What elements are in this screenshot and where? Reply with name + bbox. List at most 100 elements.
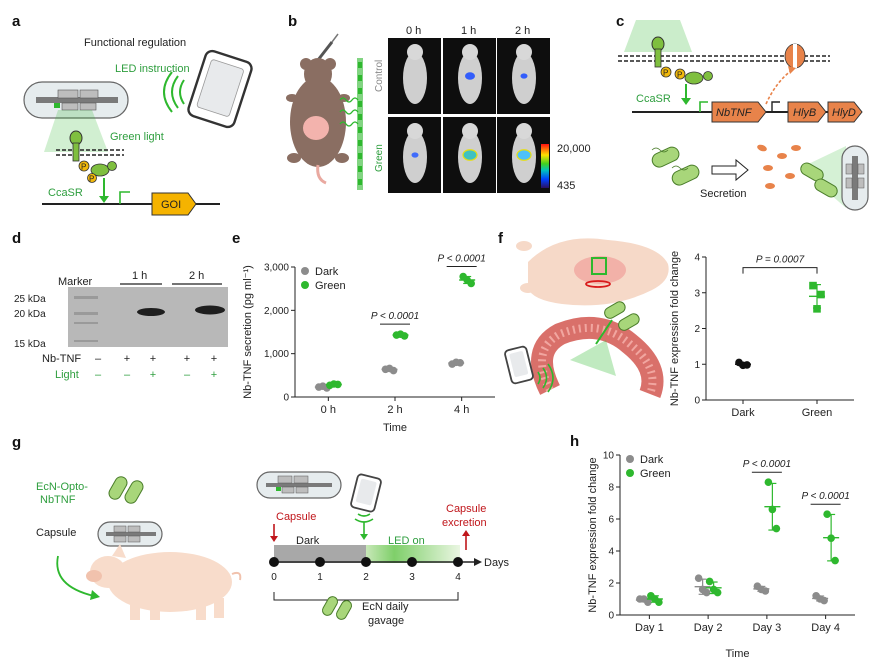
y-tick-label: 3: [694, 288, 700, 299]
intestine-illustration: [531, 317, 664, 398]
led-period-bar: [366, 545, 460, 563]
gavage-label-1: EcN daily: [362, 601, 409, 613]
data-point: [330, 380, 338, 388]
y-tick-label: 4: [694, 253, 700, 264]
mouse-head: [516, 44, 532, 60]
lane-conditions: –++++––+–+: [95, 353, 217, 381]
legend-label: Green: [315, 280, 346, 292]
data-point: [809, 281, 817, 290]
capsule-icon: [23, 81, 129, 119]
data-point: [827, 534, 835, 542]
data-point: [831, 556, 839, 565]
data-point: [817, 290, 825, 299]
lane-label-2h: 2 h: [189, 270, 204, 282]
export-arrow: [765, 69, 793, 105]
panel-a-title: Functional regulation: [84, 37, 186, 49]
marker-lane: [74, 296, 98, 342]
secretion-label: Secretion: [700, 188, 746, 200]
green-light-label: Green light: [110, 131, 164, 143]
y-tick-label: 6: [608, 515, 614, 526]
capsule-in-arrowhead: [270, 536, 278, 542]
ccasr-receptor-icon-c: P P: [651, 36, 713, 85]
light-condition: +: [150, 369, 156, 381]
activation-arrowhead-c: [681, 98, 691, 105]
phospho-label-2: P: [89, 175, 94, 184]
capsule-icon-c: [841, 145, 869, 211]
timeline-day-marker: [361, 557, 371, 567]
legend-marker: [301, 281, 309, 289]
y-tick-label: 1,000: [264, 349, 289, 360]
row-label-green: Green: [374, 144, 385, 172]
mouse-silhouette: [403, 52, 427, 104]
light-condition: +: [211, 369, 217, 381]
time-label-1h: 1 h: [461, 25, 476, 37]
significance-label: P < 0.0001: [371, 311, 419, 322]
timeline-day-label: 3: [409, 572, 415, 583]
color-scale-max: 20,000: [557, 143, 591, 155]
timeline-day-label: 4: [455, 572, 461, 583]
panel-d: d Marker 1 h 2 h 25 kDa 20 kDa 15 kDa Nb…: [12, 230, 228, 381]
dark-period-bar: [274, 545, 366, 563]
legend-marker: [626, 455, 634, 463]
imaging-grid: [388, 38, 550, 193]
ccasr-label: CcaSR: [48, 187, 83, 199]
light-condition: –: [184, 369, 191, 381]
panel-a-label: a: [12, 13, 21, 30]
light-condition: –: [124, 369, 131, 381]
data-point: [452, 358, 460, 367]
wireless-signal-icon-f: [537, 363, 554, 393]
x-tick-label: 2 h: [387, 404, 402, 416]
significance-bracket: [742, 267, 818, 274]
excretion-label-2: excretion: [442, 517, 487, 529]
panel-d-label: d: [12, 230, 21, 247]
kda-15: 15 kDa: [14, 339, 46, 350]
timeline-day-marker: [407, 557, 417, 567]
mouse-illustration: [286, 58, 350, 185]
strain-label-1: EcN-Opto-: [36, 481, 88, 493]
data-point: [764, 478, 773, 487]
bacteria-icons-c2: [800, 162, 838, 198]
led-strip: [339, 58, 363, 190]
data-point: [640, 595, 648, 603]
timeline-day-label: 1: [317, 572, 323, 583]
x-tick-label: Day 3: [753, 622, 782, 634]
phospho-label-c: P: [663, 69, 668, 78]
y-tick-label: 0: [283, 393, 289, 404]
mouse-head: [407, 44, 423, 60]
dark-label: Dark: [296, 535, 320, 547]
capsule-label-g: Capsule: [36, 527, 76, 539]
panel-b-label: b: [288, 13, 297, 30]
nbtnf-row-label: Nb-TNF: [42, 353, 81, 365]
y-axis-label: Nb-TNF secretion (pg ml⁻¹): [242, 265, 254, 399]
y-tick-label: 4: [608, 547, 614, 558]
timeline-day-marker: [269, 557, 279, 567]
panel-h-label: h: [570, 433, 579, 450]
lane-label-1h: 1 h: [132, 270, 147, 282]
hlyb-gene-icon: [787, 101, 827, 123]
bioluminescence-signal: [462, 149, 478, 161]
wireless-signal-icon: [163, 71, 185, 113]
goi-gene-icon: [151, 192, 197, 216]
promoter-icon-c: [699, 101, 708, 112]
bacteria-icons-c: [651, 146, 700, 186]
nbtnf-gene-label: NbTNF: [716, 107, 753, 119]
pig-illustration-g: [86, 544, 242, 620]
nbtnf-gene-icon: [711, 101, 767, 123]
panel-g-label: g: [12, 434, 21, 451]
x-tick-label: Day 4: [811, 622, 840, 634]
bioluminescence-signal: [411, 152, 419, 158]
light-beam-c: [624, 20, 692, 52]
smartphone-icon-f: [504, 345, 534, 385]
nbtnf-condition: –: [95, 353, 102, 365]
secreted-protein-icons: [757, 144, 801, 189]
marker-label: Marker: [58, 276, 93, 288]
legend-marker: [626, 469, 634, 477]
data-point: [396, 330, 405, 338]
x-tick-label: Day 2: [694, 622, 723, 634]
blot-band-2h: [195, 305, 225, 315]
